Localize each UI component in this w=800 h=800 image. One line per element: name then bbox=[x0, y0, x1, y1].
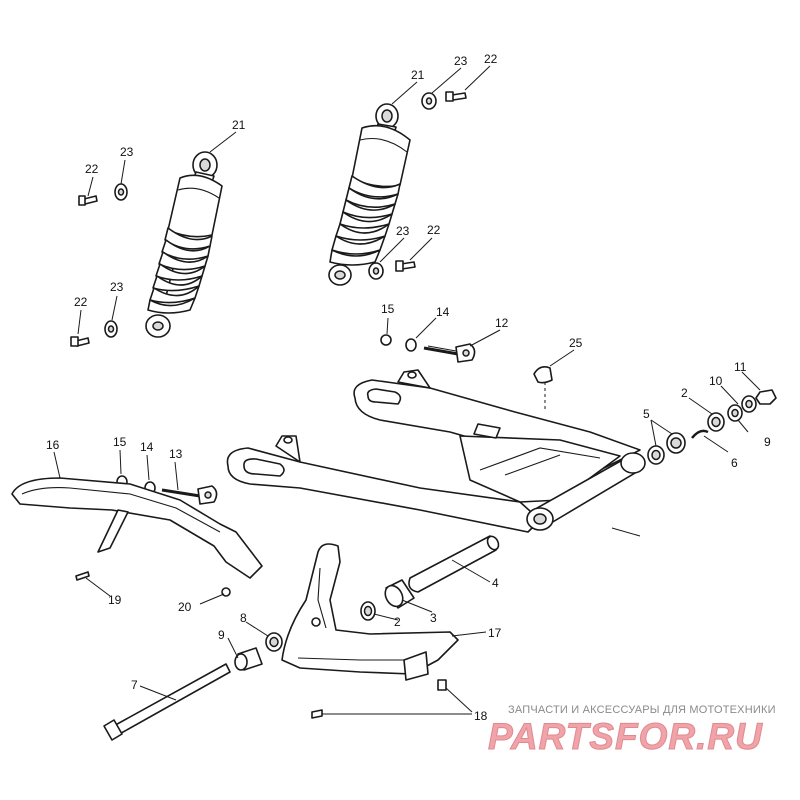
callout-10: 10 bbox=[709, 374, 723, 388]
callout-3: 3 bbox=[430, 611, 437, 625]
lower-cover-17 bbox=[281, 543, 459, 681]
callout-22: 22 bbox=[74, 295, 88, 309]
callout-6: 6 bbox=[731, 456, 738, 470]
callout-15: 15 bbox=[113, 435, 127, 449]
callout-9: 9 bbox=[218, 628, 225, 642]
right-shock-absorber bbox=[328, 103, 411, 286]
leader-lines bbox=[53, 65, 761, 715]
callout-23: 23 bbox=[120, 145, 134, 159]
callout-11: 11 bbox=[734, 360, 747, 374]
watermark-logo: PARTSFOR.RU bbox=[488, 716, 763, 758]
callout-23: 23 bbox=[110, 280, 124, 294]
chain-guard-16 bbox=[11, 477, 263, 579]
callout-19: 19 bbox=[108, 593, 122, 607]
callout-22: 22 bbox=[85, 162, 99, 176]
callout-5: 5 bbox=[643, 407, 650, 421]
chain-adjuster-left bbox=[116, 475, 218, 505]
callout-18: 18 bbox=[474, 709, 488, 723]
callout-22: 22 bbox=[484, 52, 498, 66]
callout-7: 7 bbox=[131, 678, 138, 692]
swingarm bbox=[226, 369, 646, 533]
chain-adjuster-right bbox=[380, 334, 476, 363]
callout-23: 23 bbox=[396, 224, 410, 238]
left-shock-absorber bbox=[145, 151, 223, 338]
callout-23: 23 bbox=[454, 54, 468, 68]
shock-mounting-hardware bbox=[70, 91, 467, 347]
callout-numbers: 21 23 22 21 22 23 23 22 22 23 15 14 12 2… bbox=[46, 52, 771, 723]
watermark-tagline: ЗАПЧАСТИ И АКСЕССУАРЫ ДЛЯ МОТОТЕХНИКИ bbox=[508, 704, 776, 716]
callout-22: 22 bbox=[427, 223, 441, 237]
callout-21: 21 bbox=[411, 68, 425, 82]
callout-2: 2 bbox=[681, 386, 688, 400]
screws-18 bbox=[311, 679, 447, 719]
callout-15: 15 bbox=[381, 302, 395, 316]
callout-2: 2 bbox=[394, 615, 401, 629]
screw-19 bbox=[75, 571, 90, 581]
axle-7 bbox=[103, 663, 231, 741]
callout-12: 12 bbox=[495, 316, 509, 330]
callout-20: 20 bbox=[178, 600, 192, 614]
callout-9: 9 bbox=[764, 435, 771, 449]
spacer-3 bbox=[384, 579, 415, 609]
callout-17: 17 bbox=[488, 626, 502, 640]
callout-25: 25 bbox=[569, 336, 583, 350]
callout-13: 13 bbox=[169, 447, 183, 461]
washer-2-lower bbox=[360, 601, 376, 621]
callout-14: 14 bbox=[140, 440, 154, 454]
cap-25 bbox=[533, 366, 553, 412]
callout-16: 16 bbox=[46, 438, 60, 452]
pivot-tube-4 bbox=[408, 535, 500, 593]
callout-14: 14 bbox=[436, 305, 450, 319]
bolt-22 bbox=[83, 195, 98, 205]
pivot-hardware-stack bbox=[647, 389, 777, 465]
collar-8 bbox=[265, 632, 283, 652]
callout-21: 21 bbox=[232, 118, 246, 132]
collar-9 bbox=[234, 647, 263, 671]
callout-8: 8 bbox=[240, 611, 247, 625]
callout-4: 4 bbox=[492, 576, 499, 590]
